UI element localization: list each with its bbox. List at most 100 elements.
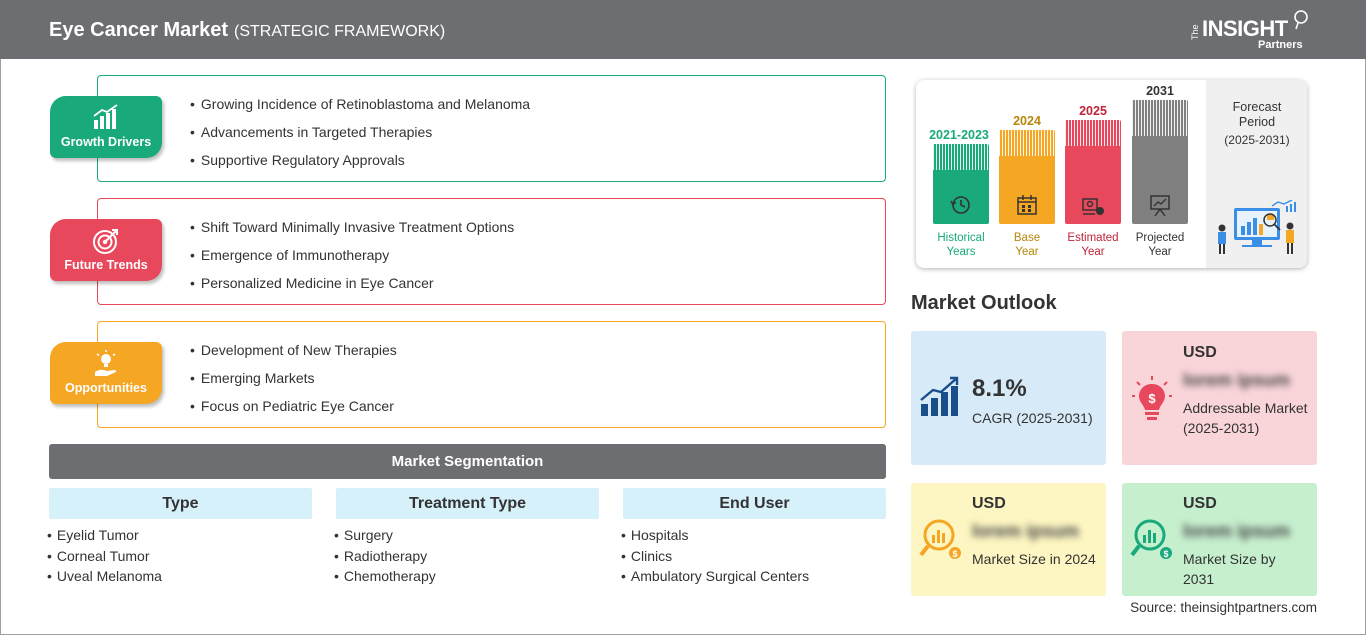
market-size-2031-box: $ USD lorem ipsum Market Size by 2031	[1122, 483, 1317, 596]
list-item: Uveal Melanoma	[47, 567, 312, 588]
history-icon	[950, 196, 970, 214]
caption-line: Year	[1081, 246, 1105, 258]
future-trends-label: Future Trends	[64, 258, 148, 272]
segment-treatment-type: Treatment Type Surgery Radiotherapy Chem…	[336, 488, 599, 588]
forecast-period-range: (2025-2031)	[1224, 133, 1290, 147]
logo-partners: Partners	[1258, 39, 1303, 51]
size2031-usd: USD	[1183, 495, 1217, 512]
addressable-value-blurred: lorem ipsum	[1183, 370, 1291, 390]
size2031-value-blurred: lorem ipsum	[1183, 521, 1291, 541]
list-item: Clinics	[621, 547, 886, 568]
size2031-label: Market Size by 2031	[1183, 551, 1276, 587]
timeline-year-base: 2024	[1013, 114, 1041, 128]
list-item: Emerging Markets	[190, 369, 397, 397]
svg-text:$: $	[1163, 549, 1168, 559]
estimate-icon	[1082, 198, 1104, 215]
logo-brand: INSIGHT	[1202, 16, 1288, 41]
timeline-caption-estimated: Estimated Year	[1053, 231, 1133, 259]
opportunities-list: Development of New Therapies Emerging Ma…	[190, 341, 397, 425]
caption-line: Projected	[1135, 232, 1185, 244]
svg-text:$: $	[952, 549, 957, 559]
calendar-icon	[1017, 195, 1037, 215]
presentation-icon	[1150, 195, 1170, 217]
size2024-usd: USD	[972, 495, 1006, 512]
timeline-bar-historical	[933, 144, 989, 224]
segment-type: Type Eyelid Tumor Corneal Tumor Uveal Me…	[49, 488, 312, 588]
opportunities-card: Development of New Therapies Emerging Ma…	[97, 321, 886, 428]
future-trends-list: Shift Toward Minimally Invasive Treatmen…	[190, 218, 514, 302]
segment-treatment-type-head: Treatment Type	[336, 488, 599, 519]
caption-line: Year	[1148, 246, 1172, 258]
caption-line: Base	[1013, 232, 1041, 244]
list-item: Development of New Therapies	[190, 341, 397, 369]
timeline-caption-historical: Historical Years	[921, 231, 1001, 259]
growth-drivers-badge: Growth Drivers	[50, 96, 162, 158]
segment-type-head: Type	[49, 488, 312, 519]
segment-end-user-head: End User	[623, 488, 886, 519]
segment-end-user: End User Hospitals Clinics Ambulatory Su…	[623, 488, 886, 588]
growth-chart-icon	[93, 104, 118, 129]
list-item: Shift Toward Minimally Invasive Treatmen…	[190, 218, 514, 246]
insight-partners-logo[interactable]: The INSIGHT Partners	[1190, 10, 1310, 52]
list-item: Surgery	[334, 526, 599, 547]
cagr-box: 8.1% CAGR (2025-2031)	[911, 331, 1106, 465]
lightbulb-dollar-icon: $	[1132, 376, 1172, 420]
list-item: Eyelid Tumor	[47, 526, 312, 547]
list-item: Emergence of Immunotherapy	[190, 246, 514, 274]
list-item: Advancements in Targeted Therapies	[190, 123, 530, 151]
caption-line: Historical	[937, 232, 985, 244]
list-item: Chemotherapy	[334, 567, 599, 588]
market-size-forecast-icon: $	[1130, 519, 1172, 559]
market-size-2024-box: $ USD lorem ipsum Market Size in 2024	[911, 483, 1106, 596]
list-item: Radiotherapy	[334, 547, 599, 568]
addressable-label: Addressable Market (2025-2031)	[1183, 400, 1308, 436]
target-icon	[93, 229, 118, 254]
timeline-caption-projected: Projected Year	[1120, 231, 1200, 259]
caption-line: Year	[1015, 246, 1039, 258]
list-item: Focus on Pediatric Eye Cancer	[190, 397, 397, 425]
future-trends-badge: Future Trends	[50, 219, 162, 281]
source-credit[interactable]: Source: theinsightpartners.com	[1130, 600, 1317, 615]
page-title: Eye Cancer Market (STRATEGIC FRAMEWORK)	[49, 19, 445, 42]
growth-drivers-list: Growing Incidence of Retinoblastoma and …	[190, 95, 530, 179]
list-item: Corneal Tumor	[47, 547, 312, 568]
analytics-illustration-icon	[1218, 200, 1296, 254]
addressable-usd: USD	[1183, 344, 1217, 361]
list-item: Ambulatory Surgical Centers	[621, 567, 886, 588]
list-item: Growing Incidence of Retinoblastoma and …	[190, 95, 530, 123]
forecast-title-line: Period	[1238, 115, 1276, 129]
market-segmentation-header: Market Segmentation	[49, 444, 886, 479]
growth-drivers-card: Growing Incidence of Retinoblastoma and …	[97, 75, 886, 182]
growth-drivers-label: Growth Drivers	[60, 135, 152, 149]
timeline-year-estimated: 2025	[1079, 104, 1107, 118]
list-item: Hospitals	[621, 526, 886, 547]
page-title-main: Eye Cancer Market	[49, 19, 228, 41]
forecast-title-line: Forecast	[1232, 100, 1282, 114]
page-subtitle: (STRATEGIC FRAMEWORK)	[233, 23, 446, 40]
market-outlook-title: Market Outlook	[911, 292, 1057, 314]
timeline-bar-projected	[1132, 100, 1188, 224]
list-item: Supportive Regulatory Approvals	[190, 151, 530, 179]
caption-line: Estimated	[1067, 232, 1119, 244]
lightbulb-hand-icon	[95, 350, 117, 376]
logo-the: The	[1190, 24, 1200, 40]
timeline-year-historical: 2021-2023	[929, 128, 989, 142]
timeline-bar-base	[999, 130, 1055, 224]
future-trends-card: Shift Toward Minimally Invasive Treatmen…	[97, 198, 886, 305]
opportunities-label: Opportunities	[65, 381, 147, 395]
timeline-bar-estimated	[1065, 120, 1121, 224]
addressable-market-box: $ USD lorem ipsum Addressable Market (20…	[1122, 331, 1317, 465]
timeline-panel: 2021-2023 Historical Years 2024 Base Yea…	[916, 80, 1307, 268]
timeline-year-projected: 2031	[1146, 84, 1174, 98]
size2024-value-blurred: lorem ipsum	[972, 521, 1080, 541]
cagr-label: CAGR (2025-2031)	[972, 410, 1093, 426]
size2024-label: Market Size in 2024	[972, 551, 1096, 567]
svg-text:$: $	[1148, 391, 1156, 406]
caption-line: Years	[946, 246, 976, 258]
growth-chart-icon	[920, 376, 959, 416]
market-size-magnifier-icon: $	[919, 519, 961, 559]
list-item: Personalized Medicine in Eye Cancer	[190, 274, 514, 302]
forecast-period-title: Forecast Period	[1212, 100, 1302, 130]
opportunities-badge: Opportunities	[50, 342, 162, 404]
logo-bulb-icon	[1294, 10, 1308, 30]
